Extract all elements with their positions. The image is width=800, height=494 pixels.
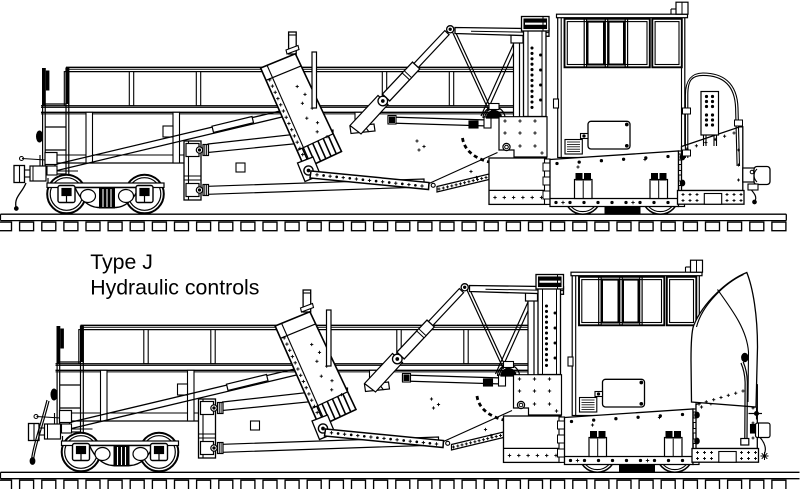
svg-text:Hydraulic controls: Hydraulic controls: [90, 275, 259, 299]
svg-text:Type J: Type J: [90, 250, 153, 274]
